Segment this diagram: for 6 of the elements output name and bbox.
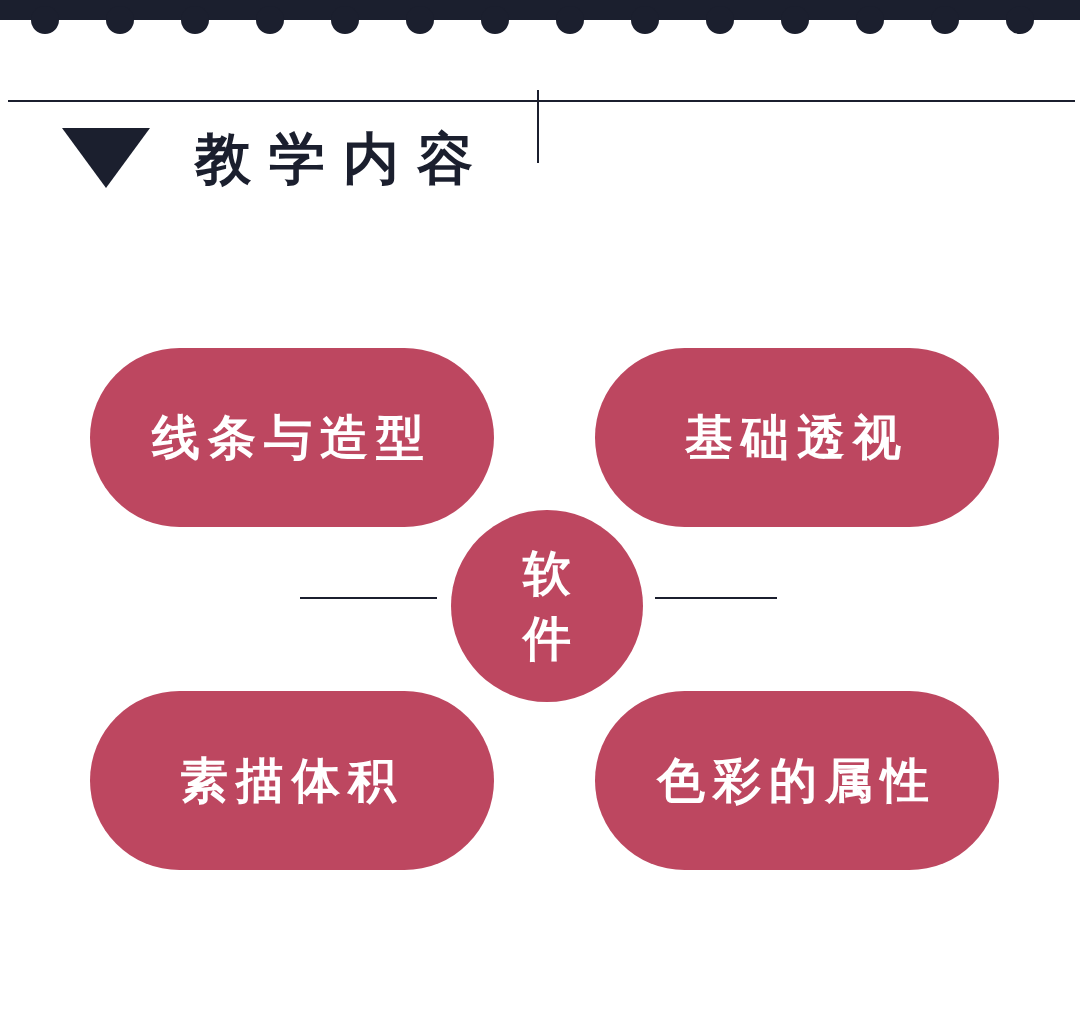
topic-label: 色彩的属性 — [657, 750, 937, 810]
topic-label: 素描体积 — [180, 750, 404, 810]
topic-label: 基础透视 — [685, 407, 909, 467]
section-title: 教学内容 — [195, 125, 491, 193]
topic-label: 线条与造型 — [152, 407, 432, 467]
topic-label: 软件 — [523, 544, 571, 668]
